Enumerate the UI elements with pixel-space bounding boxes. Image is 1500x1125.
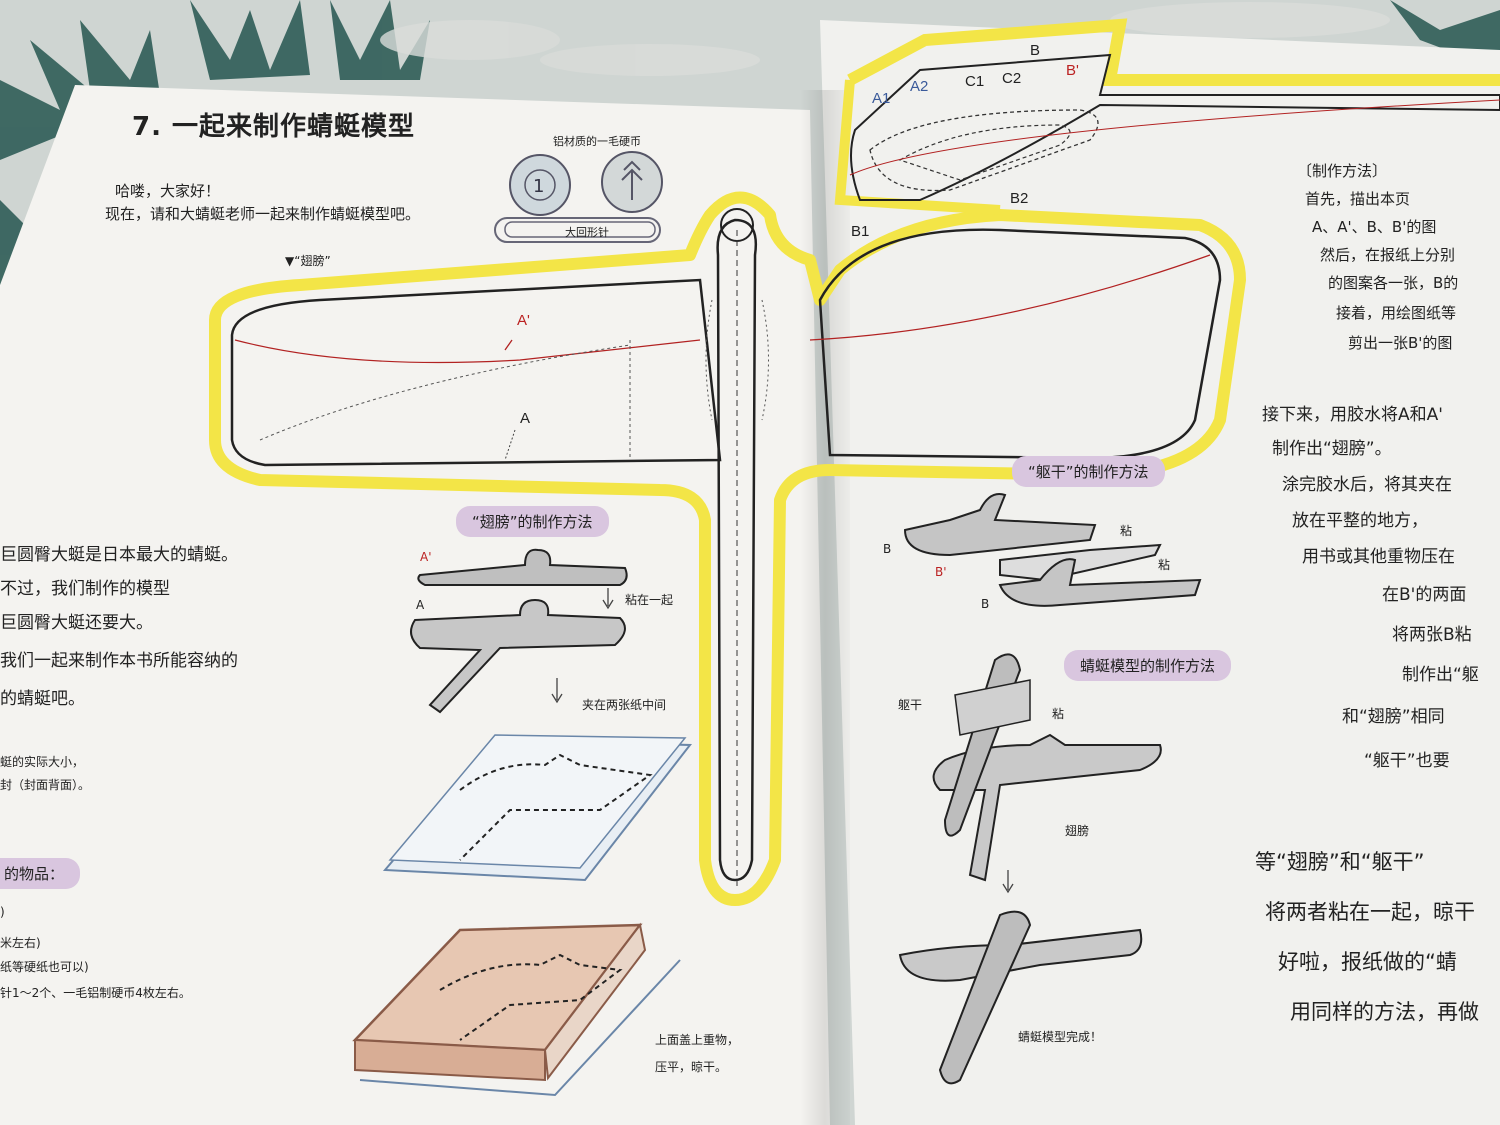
svg-text:1: 1 xyxy=(533,176,544,197)
step-glue-label: 粘在一起 xyxy=(625,591,673,608)
left-wing-outline xyxy=(232,280,720,465)
right-wing-outline xyxy=(820,230,1220,458)
body-step-sketch-1 xyxy=(905,494,1095,555)
next-line-5: 用书或其他重物压在 xyxy=(1302,542,1455,567)
pattern-label-b1: B1 xyxy=(851,223,869,240)
b-pattern-inner-2 xyxy=(900,125,1070,180)
final-line-2: 将两者粘在一起，晾干 xyxy=(1265,896,1475,926)
yellow-highlight-outline xyxy=(215,198,1240,901)
wing-label-a-prime: A' xyxy=(517,312,530,329)
body-dotted-right xyxy=(762,300,769,420)
next-line-3: 涂完胶水后，将其夹在 xyxy=(1282,470,1452,495)
pattern-label-b: B xyxy=(1030,42,1040,59)
item-line-2: 米左右) xyxy=(0,934,41,951)
item-line-1: ) xyxy=(0,905,5,919)
greeting-line-1: 哈喽，大家好！ xyxy=(115,180,220,201)
pattern-label-c2: C2 xyxy=(1002,70,1021,87)
side-line-2: 不过，我们制作的模型 xyxy=(0,574,170,599)
next-line-4: 放在平整的地方， xyxy=(1292,506,1428,531)
method-line-5: 接着，用绘图纸等 xyxy=(1336,302,1456,323)
final-line-3: 好啦，报纸做的“蜻 xyxy=(1278,946,1457,976)
method-line-1: 首先，描出本页 xyxy=(1305,188,1410,209)
body-method-pill: “躯干”的制作方法 xyxy=(1012,456,1165,487)
body-step-label-b: B xyxy=(883,542,891,556)
body-glue-label-2: 粘 xyxy=(1158,556,1170,573)
method-line-4: 的图案各一张，B的 xyxy=(1328,272,1458,293)
left-wing-dotted xyxy=(260,345,630,440)
model-glue-label: 粘 xyxy=(1052,705,1064,722)
next-line-10: “躯干”也要 xyxy=(1364,746,1450,771)
page-title: 7. 一起来制作蜻蜓模型 xyxy=(132,106,415,143)
model-wing-label: 翅膀 xyxy=(1065,822,1089,839)
pattern-label-a1: A1 xyxy=(872,90,890,107)
method-header: 〔制作方法〕 xyxy=(1297,160,1387,181)
right-wing-red-line xyxy=(810,255,1210,340)
side-line-5: 的蜻蜓吧。 xyxy=(0,684,85,709)
step-label-a-prime: A' xyxy=(420,550,432,564)
body-step-label-b-2: B xyxy=(981,597,989,611)
items-pill: 的物品： xyxy=(0,858,80,889)
step-label-a: A xyxy=(416,598,424,612)
final-line-1: 等“翅膀”和“躯干” xyxy=(1255,846,1425,876)
side-note-1: 蜓的实际大小， xyxy=(0,753,84,770)
method-line-2: A、A'、B、B'的图 xyxy=(1312,216,1436,237)
next-line-1: 接下来，用胶水将A和A' xyxy=(1262,400,1443,425)
b-pattern-inner xyxy=(870,110,1098,191)
side-line-4: 我们一起来制作本书所能容纳的 xyxy=(0,646,238,671)
paper-clip-label: 大回形针 xyxy=(565,224,609,240)
item-line-4: 针1～2个、一毛铝制硬币4枚左右。 xyxy=(0,984,191,1001)
model-method-pill: 蜻蜓模型的制作方法 xyxy=(1064,650,1231,681)
pattern-label-a2: A2 xyxy=(910,78,928,95)
method-line-3: 然后，在报纸上分别 xyxy=(1320,244,1455,265)
side-line-3: 巨圆臀大蜓还要大。 xyxy=(0,608,153,633)
pattern-label-b-prime: B' xyxy=(1066,62,1079,79)
step-press-label-1: 上面盖上重物， xyxy=(655,1031,739,1048)
method-line-6: 剪出一张B'的图 xyxy=(1348,332,1452,353)
side-note-2: 封（封面背面）。 xyxy=(0,776,90,793)
next-line-8: 制作出“躯 xyxy=(1402,660,1479,685)
coin-sapling xyxy=(602,152,662,212)
step-press-label-2: 压平，晾干。 xyxy=(655,1058,727,1075)
coin-one-yen: 1 xyxy=(510,155,570,215)
next-line-7: 将两张B粘 xyxy=(1392,620,1472,645)
final-line-4: 用同样的方法，再做 xyxy=(1290,996,1479,1026)
next-line-9: 和“翅膀”相同 xyxy=(1342,702,1445,727)
side-line-1: 巨圆臀大蜓是日本最大的蜻蜓。 xyxy=(0,540,238,565)
model-done-label: 蜻蜓模型完成！ xyxy=(1018,1028,1102,1045)
greeting-line-2: 现在，请和大蜻蜓老师一起来制作蜻蜓模型吧。 xyxy=(105,203,420,224)
wing-marker: ▼“翅膀” xyxy=(285,252,331,269)
model-trunk-label: 躯干 xyxy=(898,696,922,713)
next-line-6: 在B'的两面 xyxy=(1382,580,1466,605)
body-step-sketch-2 xyxy=(1000,545,1160,580)
wing-method-pill: “翅膀”的制作方法 xyxy=(456,506,609,537)
coin-caption: 铝材质的一毛硬币 xyxy=(553,133,641,149)
wing-label-a: A xyxy=(520,410,530,427)
step-sandwich-label: 夹在两张纸中间 xyxy=(582,696,666,713)
item-line-3: 纸等硬纸也可以) xyxy=(0,958,89,975)
next-line-2: 制作出“翅膀”。 xyxy=(1272,434,1392,459)
pattern-label-c1: C1 xyxy=(965,73,984,90)
b-pattern-red xyxy=(850,100,1500,175)
yellow-highlight-upper xyxy=(850,25,1500,80)
wing-step-sketch-1 xyxy=(418,550,626,585)
pattern-label-b2: B2 xyxy=(1010,190,1028,207)
body-glue-label-1: 粘 xyxy=(1120,522,1132,539)
body-step-label-b-prime: B' xyxy=(935,565,947,579)
